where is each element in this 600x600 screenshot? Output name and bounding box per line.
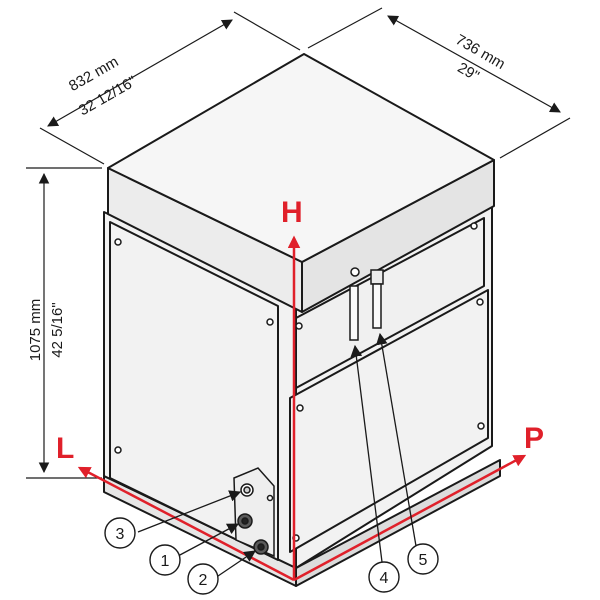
height-in-label: 42 5/16"	[49, 302, 66, 357]
right-lower-panel	[289, 289, 489, 553]
panel-screws	[114, 222, 485, 542]
axis-l-line	[77, 466, 295, 582]
axes	[77, 235, 527, 582]
depth-dimension-line	[387, 15, 561, 113]
left-door-panel	[109, 221, 279, 561]
dimension-lines	[26, 7, 571, 479]
axis-h-label: H	[281, 196, 303, 229]
callout-5: 5	[419, 552, 428, 569]
cabinet	[103, 53, 501, 587]
depth-in-label: 29"	[454, 59, 482, 85]
top-cap-face	[107, 53, 495, 263]
axis-p-label: P	[524, 422, 544, 455]
right-upper-panel	[295, 217, 485, 389]
callout-2: 2	[199, 572, 208, 589]
pipe-stubs	[349, 267, 384, 341]
callout-4: 4	[380, 570, 389, 587]
callout-leaders	[137, 332, 417, 577]
connection-plate	[233, 467, 275, 558]
height-mm-label: 1075 mm	[27, 299, 44, 362]
callout-1: 1	[161, 553, 170, 570]
callout-3: 3	[116, 526, 125, 543]
width-dimension-line	[47, 19, 233, 127]
axis-l-label: L	[56, 432, 74, 465]
callout-circles	[104, 517, 439, 595]
axis-p-line	[293, 454, 527, 582]
